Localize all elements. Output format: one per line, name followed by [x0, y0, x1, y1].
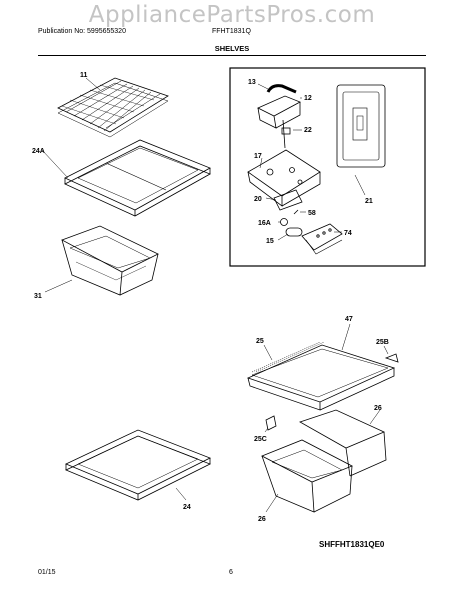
leader-26-bottom [265, 493, 279, 513]
diagram-code: SHFFHT1831QE0 [319, 540, 385, 549]
callout-47: 47 [345, 316, 353, 323]
callout-20: 20 [254, 196, 262, 203]
callout-21: 21 [365, 198, 373, 205]
leader-24a [41, 149, 69, 179]
leader-17 [259, 157, 263, 169]
bracket-20 [273, 189, 303, 211]
cover-12 [257, 95, 301, 129]
section-title: SHELVES [214, 44, 250, 53]
callout-25: 25 [256, 338, 264, 345]
leader-31 [44, 279, 73, 293]
callout-16a: 16A [258, 220, 271, 227]
header-rule [38, 55, 426, 56]
leader-25c [264, 427, 269, 433]
housing-17 [247, 149, 321, 207]
wire-shelf [57, 77, 169, 138]
callout-17: 17 [254, 153, 262, 160]
footer-date: 01/15 [38, 569, 56, 576]
bulb-15 [285, 227, 303, 237]
callout-31: 31 [34, 293, 42, 300]
leader-24 [175, 487, 187, 501]
callout-74: 74 [344, 230, 352, 237]
glass-shelf-24 [65, 429, 211, 501]
callout-13: 13 [248, 79, 256, 86]
sensor-22 [281, 119, 291, 149]
callout-22: 22 [304, 127, 312, 134]
crisper-drawer-31 [61, 225, 159, 296]
callout-25c: 25C [254, 436, 267, 443]
callout-12: 12 [304, 95, 312, 102]
leader-21 [354, 174, 366, 196]
clip-25c [265, 415, 277, 431]
leader-13 [257, 83, 271, 91]
footer-page: 6 [229, 569, 233, 576]
publication-number: Publication No: 5995655320 [38, 28, 126, 35]
model-number: FFHT1831Q [212, 28, 251, 35]
callout-26-bottom: 26 [258, 516, 266, 523]
crisper-drawer-26-front [261, 439, 353, 513]
leader-20 [265, 197, 277, 201]
callout-24: 24 [183, 504, 191, 511]
leader-11 [85, 77, 101, 91]
socket-16a [280, 218, 288, 226]
control-panel [336, 84, 386, 168]
part-58 [293, 209, 299, 215]
callout-58: 58 [308, 210, 316, 217]
callout-25b: 25B [376, 339, 389, 346]
leader-25b [383, 345, 389, 355]
leader-47 [341, 323, 351, 351]
light-shield-74 [301, 223, 343, 255]
crisper-drawer-26-back [299, 409, 387, 477]
leader-25 [263, 344, 273, 361]
callout-11: 11 [80, 72, 88, 79]
callout-15: 15 [266, 238, 274, 245]
glass-shelf-24a [64, 139, 211, 217]
watermark: AppliancePartsPros.com [88, 2, 376, 28]
control-assembly-box [229, 67, 426, 267]
leader-15 [277, 233, 289, 241]
callout-24a: 24A [32, 148, 45, 155]
handle-13 [266, 84, 297, 94]
glass-shelf-47 [246, 341, 396, 411]
callout-26-top: 26 [374, 405, 382, 412]
leader-26-top [369, 409, 381, 425]
bracket-25b [384, 353, 399, 363]
